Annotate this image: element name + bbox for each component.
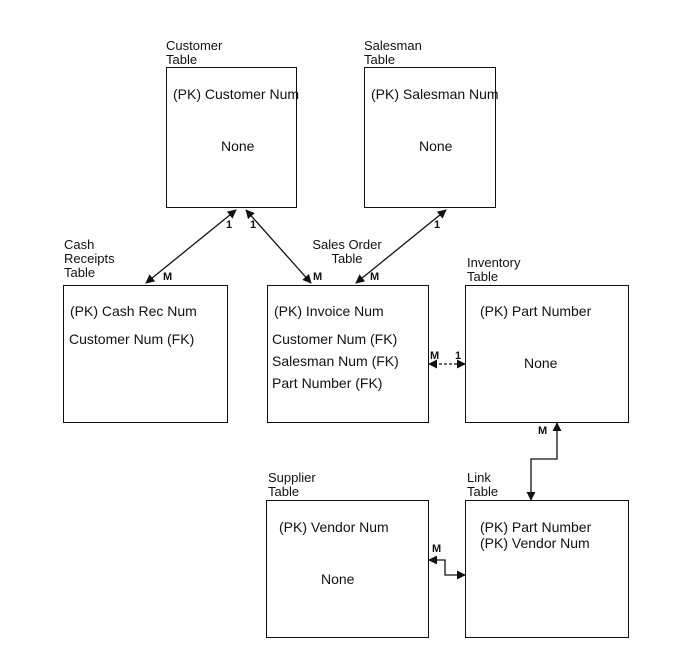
customer-table-label: Customer Table — [166, 38, 223, 67]
customer-table-box: (PK) Customer Num None — [166, 67, 300, 208]
sales-order-table-label: Sales Order Table — [312, 237, 382, 266]
supplier-table-label: Supplier Table — [268, 470, 316, 499]
inventory-pk: (PK) Part Number — [480, 303, 592, 319]
salesman-table-box: (PK) Salesman Num None — [364, 67, 499, 208]
cardinality-cash-m: M — [163, 271, 173, 283]
cash-receipts-pk: (PK) Cash Rec Num — [70, 303, 197, 319]
salesman-table-label: Salesman Table — [364, 38, 422, 67]
link-order-salesman — [355, 209, 447, 284]
cardinality-salesman-order-1: 1 — [434, 219, 441, 231]
link-table-label: Link Table — [467, 470, 499, 499]
supplier-none: None — [321, 571, 355, 587]
supplier-table-box: (PK) Vendor Num None — [266, 500, 429, 638]
cash-receipts-table-box: (PK) Cash Rec Num Customer Num (FK) — [63, 285, 228, 423]
customer-pk: (PK) Customer Num — [173, 86, 300, 102]
link-inventory-link — [526, 422, 562, 501]
sales-order-pk: (PK) Invoice Num — [274, 303, 384, 319]
link-cash-customer — [145, 209, 237, 284]
sales-order-fk-salesman: Salesman Num (FK) — [272, 353, 399, 369]
inventory-table-label: Inventory Table — [467, 255, 521, 284]
link-pk-part: (PK) Part Number — [480, 519, 592, 535]
sales-order-table-box: (PK) Invoice Num Customer Num (FK) Sales… — [267, 285, 429, 423]
link-order-customer — [245, 209, 312, 284]
inventory-none: None — [524, 355, 558, 371]
cardinality-customer-cash-1: 1 — [226, 219, 233, 231]
supplier-pk: (PK) Vendor Num — [279, 519, 389, 535]
cardinality-order-customer-m: M — [313, 271, 323, 283]
salesman-pk: (PK) Salesman Num — [371, 86, 499, 102]
cardinality-inventory-order-1: 1 — [455, 350, 462, 362]
inventory-table-box: (PK) Part Number None — [465, 285, 629, 423]
salesman-none: None — [419, 138, 453, 154]
cardinality-order-inventory-m: M — [430, 350, 440, 362]
cash-receipts-fk-customer: Customer Num (FK) — [69, 331, 195, 347]
cardinality-order-salesman-m: M — [370, 271, 380, 283]
sales-order-fk-part: Part Number (FK) — [272, 375, 383, 391]
link-pk-vendor: (PK) Vendor Num — [480, 535, 590, 551]
link-table-box: (PK) Part Number (PK) Vendor Num — [465, 500, 629, 638]
customer-none: None — [221, 138, 255, 154]
sales-order-fk-customer: Customer Num (FK) — [272, 331, 398, 347]
cardinality-customer-order-1: 1 — [250, 219, 257, 231]
link-supplier-link — [428, 555, 466, 580]
cardinality-inventory-link-m: M — [538, 425, 548, 437]
cash-receipts-table-label: Cash Receipts Table — [64, 237, 115, 280]
cardinality-supplier-link-m: M — [432, 543, 442, 555]
